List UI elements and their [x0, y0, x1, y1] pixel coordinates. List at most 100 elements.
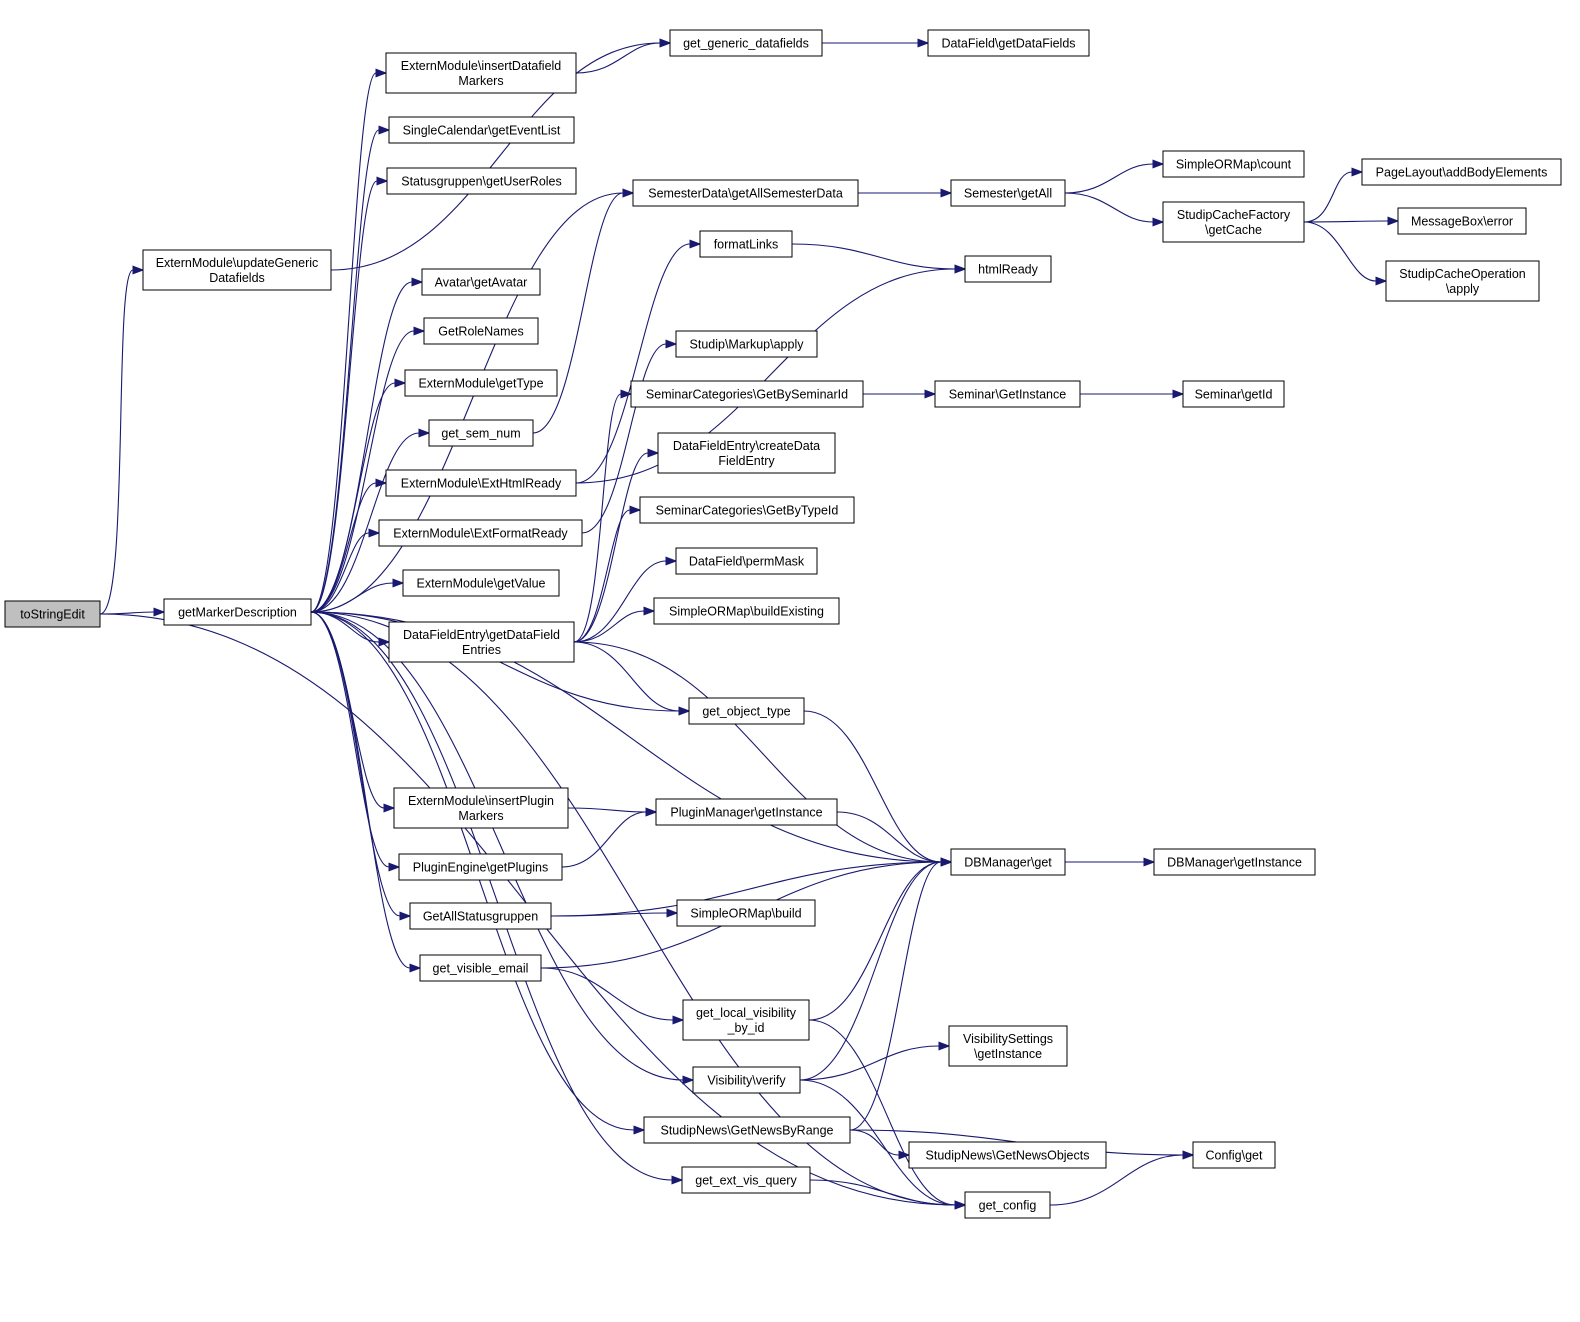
edge-get-all-semester-data-to-semester-get-all	[858, 188, 953, 198]
node-simple-ormap-count[interactable]: SimpleORMap\count	[1162, 150, 1305, 178]
node-get-user-roles[interactable]: Statusgruppen\getUserRoles	[386, 167, 577, 195]
node-config-get[interactable]: Config\get	[1192, 1141, 1276, 1169]
node-html-ready[interactable]: htmlReady	[964, 255, 1052, 283]
edge-dbmanager-get-to-dbmanager-get-instance	[1065, 857, 1156, 867]
edge-get-marker-description-to-get-type	[310, 378, 407, 613]
node-label: GetRoleNames	[438, 325, 523, 339]
node-label: ExternModule\insertPlugin	[408, 794, 554, 808]
edge-ext-html-ready-to-format-links	[575, 239, 702, 484]
node-dbmanager-get-instance[interactable]: DBManager\getInstance	[1153, 848, 1316, 876]
node-get-all-semester-data[interactable]: SemesterData\getAllSemesterData	[632, 179, 859, 207]
node-label: Markers	[458, 809, 503, 823]
node-label: ExternModule\ExtFormatReady	[393, 527, 568, 541]
node-to-string-edit[interactable]: toStringEdit	[4, 600, 101, 628]
edge-get-marker-description-to-ext-html-ready	[310, 478, 388, 613]
node-get-by-seminar-id[interactable]: SeminarCategories\GetBySeminarId	[630, 380, 864, 408]
node-label: PluginManager\getInstance	[670, 806, 822, 820]
node-ext-html-ready[interactable]: ExternModule\ExtHtmlReady	[385, 469, 577, 497]
node-get-role-names[interactable]: GetRoleNames	[423, 317, 539, 345]
node-markup-apply[interactable]: Studip\Markup\apply	[675, 330, 818, 358]
node-studip-cache-operation-apply[interactable]: StudipCacheOperation\apply	[1385, 260, 1540, 302]
edge-get-marker-description-to-ext-format-ready	[310, 528, 381, 613]
node-get-local-visibility-by-id[interactable]: get_local_visibility_by_id	[682, 999, 810, 1041]
node-label: DBManager\get	[964, 856, 1052, 870]
edge-get-news-by-range-to-get-news-objects	[849, 1129, 911, 1160]
node-label: get_config	[979, 1199, 1037, 1213]
node-label: SeminarCategories\GetByTypeId	[656, 504, 839, 518]
node-message-box-error[interactable]: MessageBox\error	[1397, 207, 1527, 235]
edge-visibility-verify-to-visibility-settings-get-instance	[799, 1041, 951, 1081]
node-get-type[interactable]: ExternModule\getType	[404, 369, 558, 397]
node-get-news-objects[interactable]: StudipNews\GetNewsObjects	[908, 1141, 1107, 1169]
node-label: htmlReady	[978, 263, 1038, 277]
edge-get-marker-description-to-visibility-verify	[310, 611, 695, 1085]
edge-semester-get-all-to-studip-cache-factory-get-cache	[1064, 192, 1165, 227]
node-get-marker-description[interactable]: getMarkerDescription	[163, 598, 312, 626]
node-get-data-fields[interactable]: DataField\getDataFields	[927, 29, 1090, 57]
node-get-generic-datafields[interactable]: get_generic_datafields	[669, 29, 823, 57]
edge-get-local-visibility-by-id-to-dbmanager-get	[808, 857, 953, 1021]
node-dbmanager-get[interactable]: DBManager\get	[950, 848, 1066, 876]
node-label: get_local_visibility	[696, 1006, 797, 1020]
edge-get-marker-description-to-get-value	[310, 578, 405, 613]
edge-get-data-field-entries-to-create-data-field-entry	[573, 448, 660, 643]
node-format-links[interactable]: formatLinks	[699, 230, 793, 258]
edge-get-visible-email-to-get-local-visibility-by-id	[540, 967, 685, 1025]
node-studip-cache-factory-get-cache[interactable]: StudipCacheFactory\getCache	[1162, 201, 1305, 243]
node-get-visible-email[interactable]: get_visible_email	[419, 954, 542, 982]
node-label: _by_id	[727, 1021, 765, 1035]
node-ext-format-ready[interactable]: ExternModule\ExtFormatReady	[378, 519, 583, 547]
node-simple-ormap-build[interactable]: SimpleORMap\build	[676, 899, 816, 927]
node-get-ext-vis-query[interactable]: get_ext_vis_query	[681, 1166, 811, 1194]
edge-get-data-field-entries-to-get-by-seminar-id	[573, 389, 633, 643]
node-label: ExternModule\insertDatafield	[401, 59, 562, 73]
node-label: get_visible_email	[433, 962, 529, 976]
call-edges	[99, 38, 1400, 1210]
node-get-config[interactable]: get_config	[964, 1191, 1051, 1219]
node-get-by-type-id[interactable]: SeminarCategories\GetByTypeId	[639, 496, 855, 524]
node-label: ExternModule\updateGeneric	[156, 256, 319, 270]
node-visibility-verify[interactable]: Visibility\verify	[692, 1066, 801, 1094]
node-label: VisibilitySettings	[963, 1032, 1053, 1046]
node-label: StudipCacheFactory	[1177, 208, 1291, 222]
node-plugin-manager-get-instance[interactable]: PluginManager\getInstance	[655, 798, 838, 826]
node-label: FieldEntry	[718, 454, 775, 468]
node-get-event-list[interactable]: SingleCalendar\getEventList	[388, 116, 575, 144]
edge-to-string-edit-to-update-generic-datafields	[99, 265, 145, 615]
node-seminar-get-id[interactable]: Seminar\getId	[1182, 380, 1285, 408]
edge-ext-format-ready-to-markup-apply	[581, 339, 678, 534]
edge-get-object-type-to-dbmanager-get	[803, 710, 953, 867]
node-get-all-statusgruppen[interactable]: GetAllStatusgruppen	[409, 902, 552, 930]
node-perm-mask[interactable]: DataField\permMask	[675, 547, 818, 575]
edge-get-data-field-entries-to-perm-mask	[573, 556, 678, 643]
node-semester-get-all[interactable]: Semester\getAll	[950, 179, 1066, 207]
node-get-news-by-range[interactable]: StudipNews\GetNewsByRange	[643, 1116, 851, 1144]
node-label: \apply	[1446, 282, 1480, 296]
node-add-body-elements[interactable]: PageLayout\addBodyElements	[1361, 158, 1562, 186]
node-label: formatLinks	[714, 238, 779, 252]
edge-get-config-to-config-get	[1049, 1150, 1195, 1206]
node-get-plugins[interactable]: PluginEngine\getPlugins	[398, 853, 563, 881]
node-build-existing[interactable]: SimpleORMap\buildExisting	[653, 597, 840, 625]
node-seminar-get-instance[interactable]: Seminar\GetInstance	[934, 380, 1081, 408]
node-label: SingleCalendar\getEventList	[403, 124, 561, 138]
node-get-sem-num[interactable]: get_sem_num	[428, 419, 534, 447]
node-label: Config\get	[1206, 1149, 1264, 1163]
node-label: StudipNews\GetNewsObjects	[926, 1149, 1090, 1163]
node-visibility-settings-get-instance[interactable]: VisibilitySettings\getInstance	[948, 1025, 1068, 1067]
node-get-avatar[interactable]: Avatar\getAvatar	[421, 268, 541, 296]
node-label: PageLayout\addBodyElements	[1376, 166, 1548, 180]
node-label: Studip\Markup\apply	[690, 338, 805, 352]
edge-get-data-field-entries-to-get-by-type-id	[573, 505, 642, 643]
node-label: Avatar\getAvatar	[435, 276, 528, 290]
node-get-value[interactable]: ExternModule\getValue	[402, 569, 560, 597]
node-get-object-type[interactable]: get_object_type	[688, 697, 805, 725]
node-label: StudipNews\GetNewsByRange	[661, 1124, 834, 1138]
node-label: DataField\permMask	[689, 555, 805, 569]
